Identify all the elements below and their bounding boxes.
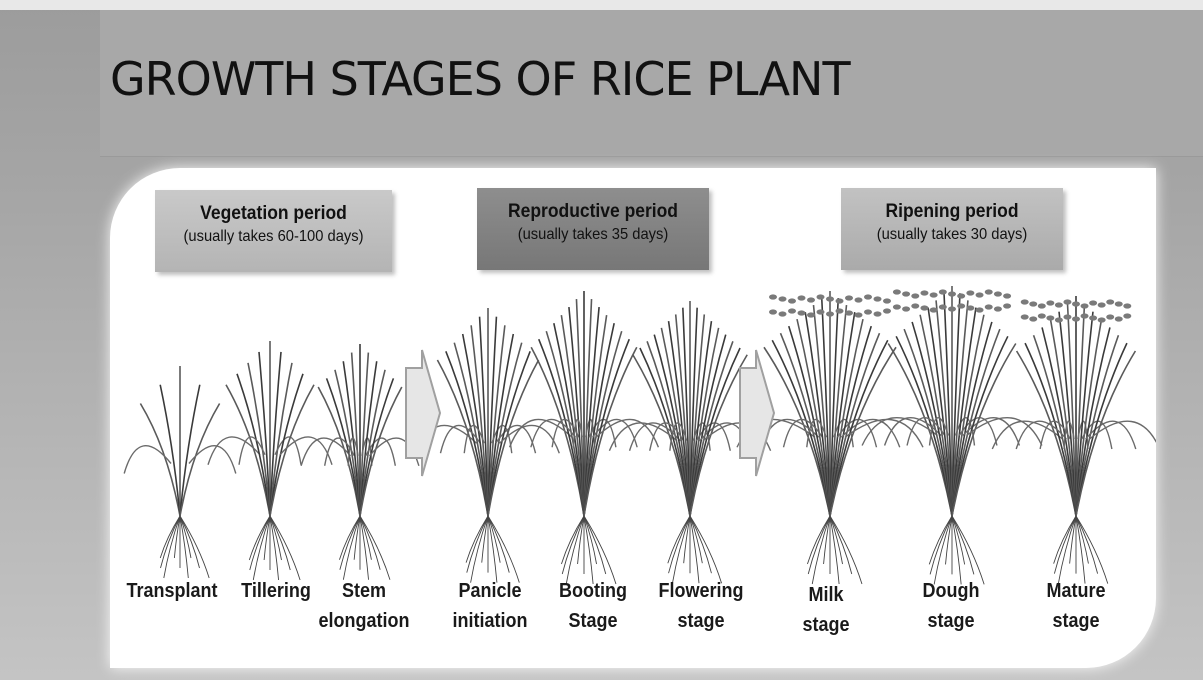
plant-panicle-initiation [417,308,560,583]
plant-booting [510,291,659,584]
diagram-panel: Vegetation period (usually takes 60-100 … [110,168,1156,668]
stage-label-transplant: Transplant [122,576,223,606]
plant-stem-elongation [301,344,419,580]
plant-transplant [124,366,236,578]
arrow-vegetation-to-reproductive [406,350,440,476]
slide-title: GROWTH STAGES OF RICE PLANT [110,52,850,106]
top-strip [0,0,1203,10]
stage-label-tillering: Tillering [233,576,319,606]
plant-dough [862,286,1042,584]
arrow-reproductive-to-ripening [740,350,774,476]
plant-tillering [208,341,332,580]
